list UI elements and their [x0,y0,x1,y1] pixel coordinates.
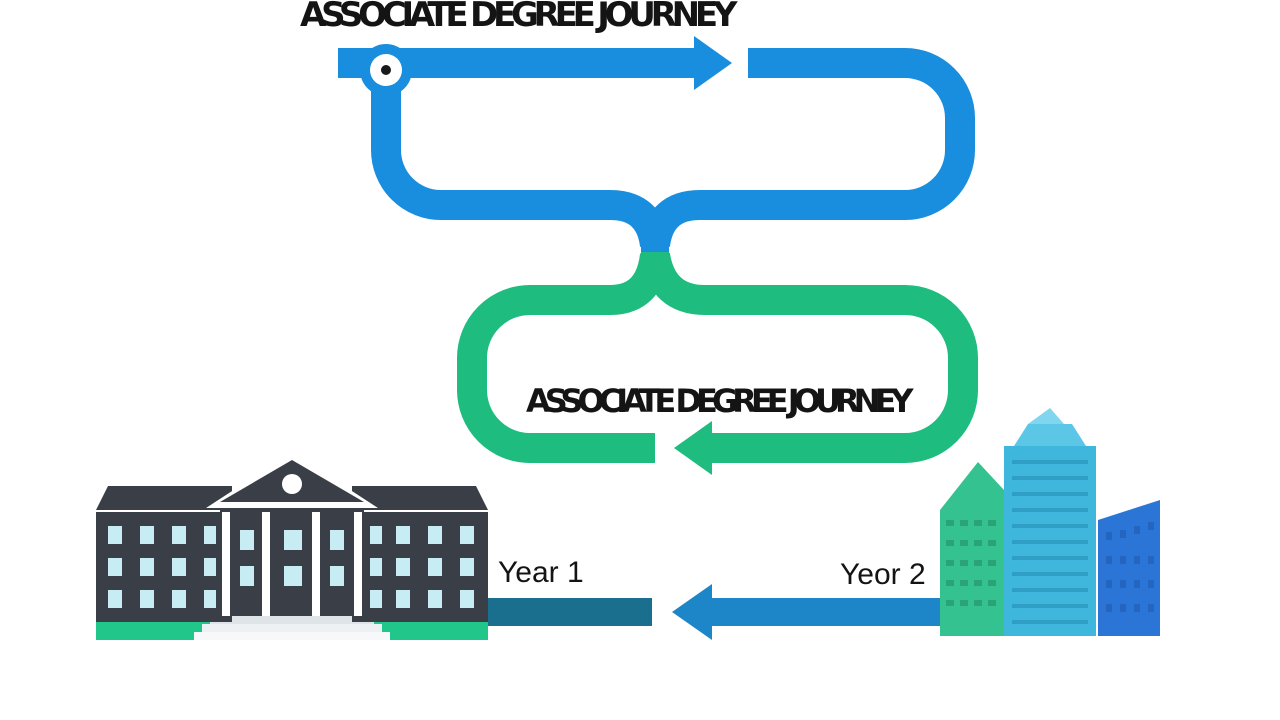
year2-bar [706,598,942,626]
blue-right-loop [640,48,975,248]
green-left-loop [457,252,670,463]
blue-arrowhead [694,36,732,90]
blue-left-loop [371,70,670,248]
title-top: ASSOCIATE DEGREE JOURNEY [300,0,738,35]
path-junction [641,232,669,254]
year2-label: Yeor 2 [840,558,926,591]
green-right-loop [640,252,978,463]
year1-label: Year 1 [498,556,584,589]
path-junction-green [641,252,669,264]
year1-bar [488,598,652,626]
start-marker-icon [360,44,412,96]
title-mid: ASSOCIATE DEGREE JOURNEY [526,382,914,420]
green-arrowhead [674,421,712,475]
blue-path [338,48,975,248]
city-skyline-icon [940,408,1160,636]
bottom-arrowhead [672,584,712,640]
college-building-icon [96,452,488,640]
green-path [457,252,978,463]
